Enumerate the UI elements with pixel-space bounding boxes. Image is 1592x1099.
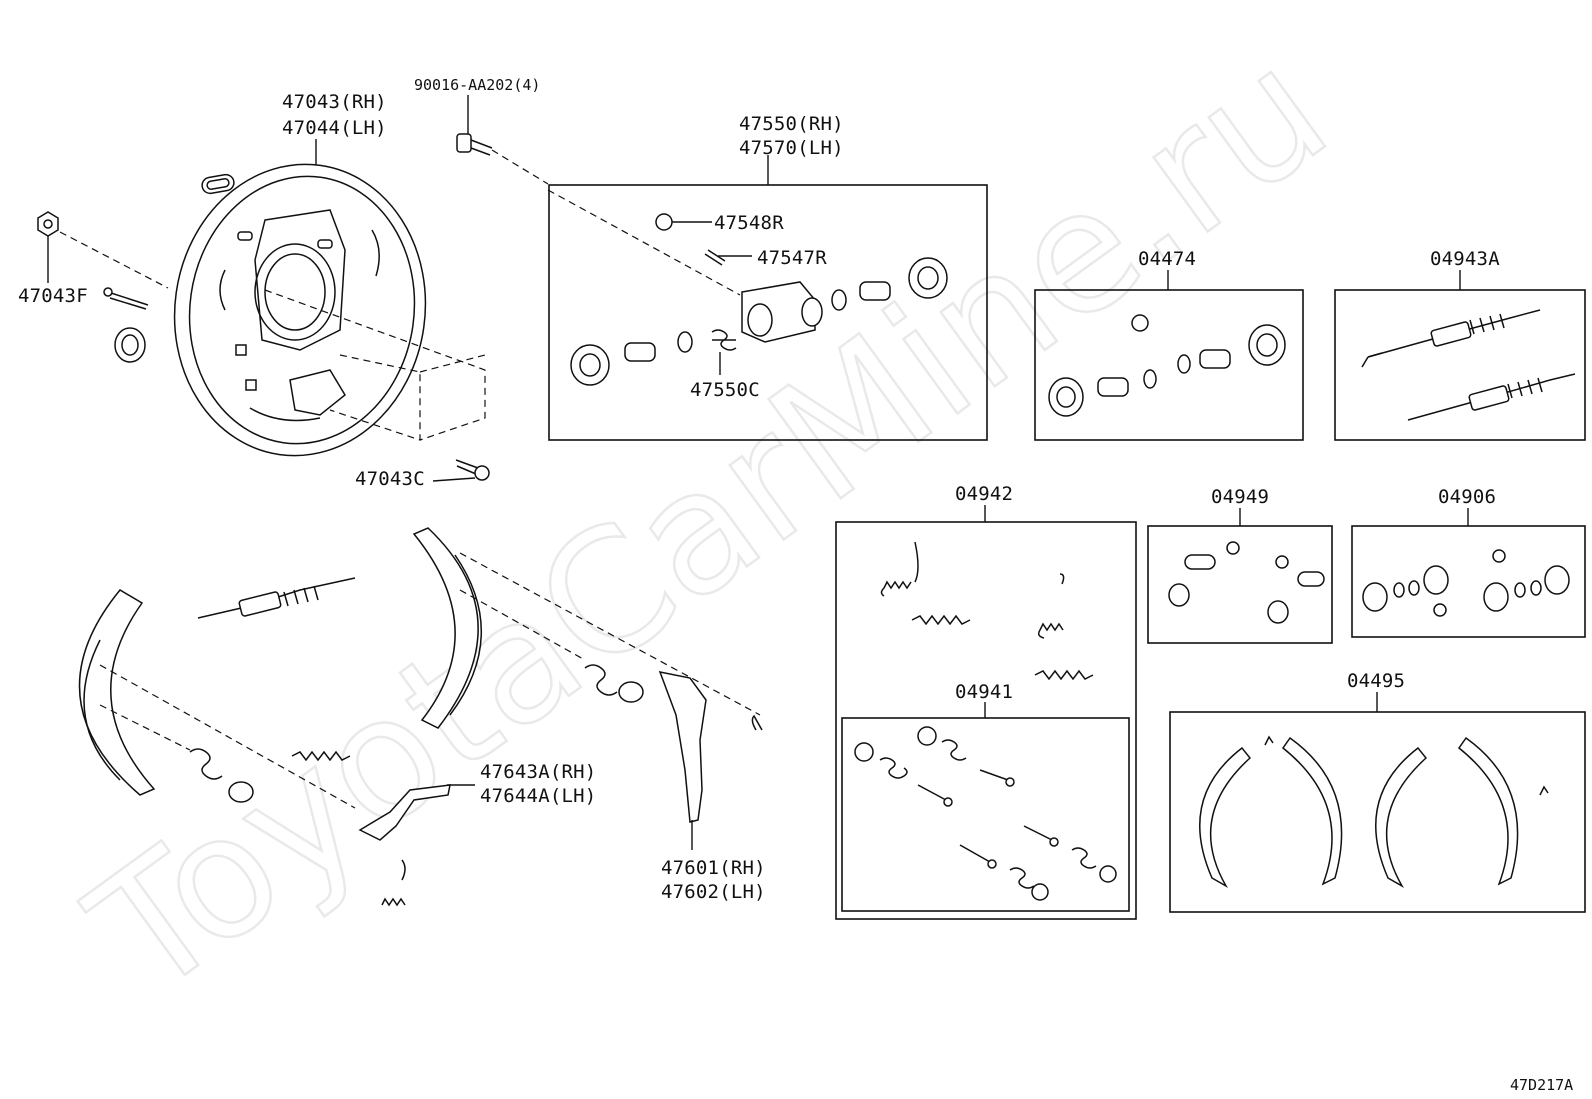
- nut-drawing: [37, 211, 59, 237]
- kit-04949-parts: [1168, 541, 1325, 624]
- kit-04474-box: [1034, 289, 1304, 441]
- plug-label: 47043C: [355, 468, 425, 490]
- kit-04495-shoes: [1199, 735, 1549, 889]
- nut-label: 47043F: [18, 285, 88, 307]
- hold-down-spring-left-drawing: [189, 748, 254, 803]
- backing-plate-drawing: [173, 163, 427, 457]
- return-spring-drawing: [381, 859, 406, 907]
- cylinder-label-rh: 47550(RH): [739, 113, 844, 135]
- hold-spring-drawing: [291, 750, 351, 762]
- spring-label: 47550C: [690, 379, 760, 401]
- hold-down-spring-right-drawing: [584, 664, 644, 703]
- kit-04906-parts: [1362, 549, 1570, 617]
- lever-hold-label-rh: 47643A(RH): [480, 761, 596, 783]
- bleeder-plug-drawing: [455, 459, 490, 481]
- lever-park-label-lh: 47602(LH): [661, 881, 766, 903]
- kit-04943a-label: 04943A: [1430, 248, 1500, 270]
- lever-park-label-rh: 47601(RH): [661, 857, 766, 879]
- brake-shoe-left-drawing: [78, 589, 156, 796]
- stud-drawing: [103, 287, 149, 310]
- kit-04941-parts: [854, 726, 1117, 901]
- watermark: ToyotaCarMine.ru: [57, 11, 1360, 1033]
- plate-label-rh: 47043(RH): [282, 91, 387, 113]
- cap-label: 47548R: [714, 212, 784, 234]
- kit-04943a-parts: [1361, 309, 1576, 421]
- kit-04941-box: [841, 717, 1130, 912]
- kit-04495-label: 04495: [1347, 670, 1405, 692]
- plate-label-lh: 47044(LH): [282, 117, 387, 139]
- lever-hold-label-lh: 47644A(LH): [480, 785, 596, 807]
- wheel-cylinder-drawing: [570, 213, 948, 386]
- bolt-drawing: [456, 133, 493, 156]
- kit-04942-box: [835, 521, 1137, 920]
- bleeder-label: 47547R: [757, 247, 827, 269]
- kit-04941-label: 04941: [955, 681, 1013, 703]
- diagram-code: 47D217A: [1510, 1076, 1573, 1094]
- cylinder-label-lh: 47570(LH): [739, 137, 844, 159]
- kit-04942-springs: [880, 541, 1094, 681]
- oval-plug-drawing: [201, 173, 235, 195]
- bolt-label: 90016-AA202(4): [414, 76, 540, 94]
- kit-04942-label: 04942: [955, 483, 1013, 505]
- brake-shoe-right-drawing: [412, 527, 482, 729]
- shoe-hold-lever-drawing: [358, 784, 451, 841]
- kit-04943a-box: [1334, 289, 1586, 441]
- kit-04906-label: 04906: [1438, 486, 1496, 508]
- parking-brake-lever-drawing: [658, 671, 763, 823]
- adjuster-strut-drawing: [197, 577, 356, 619]
- kit-04474-parts: [1048, 314, 1286, 417]
- kit-04474-label: 04474: [1138, 248, 1196, 270]
- kit-04949-label: 04949: [1211, 486, 1269, 508]
- grommet-drawing: [114, 327, 146, 363]
